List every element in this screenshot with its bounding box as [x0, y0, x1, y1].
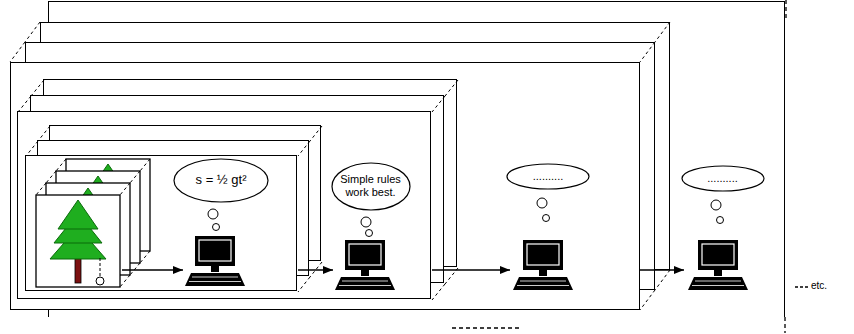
bubble-ellipse	[332, 163, 410, 210]
nested-frame: s = ½ gt²	[25, 155, 297, 291]
bubble-text: ..........	[527, 170, 570, 183]
thought-bubble: Simple rules work best.	[331, 162, 411, 211]
bubble-text: s = ½ gt²	[190, 173, 253, 188]
dashed-continuation	[784, 317, 785, 333]
stack-edge	[25, 22, 40, 42]
thought-bubble: ..........	[506, 163, 590, 190]
bubble-text: ..........	[701, 172, 744, 185]
dashed-continuation	[795, 286, 809, 287]
bubble-ellipse	[682, 166, 764, 191]
bubble-text: Simple rules work best.	[331, 173, 411, 198]
thought-bubble: s = ½ gt²	[173, 158, 269, 203]
dashed-continuation	[452, 327, 522, 328]
bubble-ellipse	[507, 164, 589, 189]
nested-frame: s = ½ gt² Simple rules work best.........…	[48, 1, 785, 317]
nested-frame: s = ½ gt² Simple rules work best.	[17, 111, 431, 299]
continuation-label: etc.	[811, 280, 827, 291]
bubble-ellipse	[174, 159, 268, 202]
nested-frame: s = ½ gt² Simple rules work best.........…	[10, 62, 640, 310]
stack-edge	[10, 42, 25, 62]
dashed-continuation	[785, 0, 786, 18]
thought-bubble: ..........	[681, 165, 765, 192]
